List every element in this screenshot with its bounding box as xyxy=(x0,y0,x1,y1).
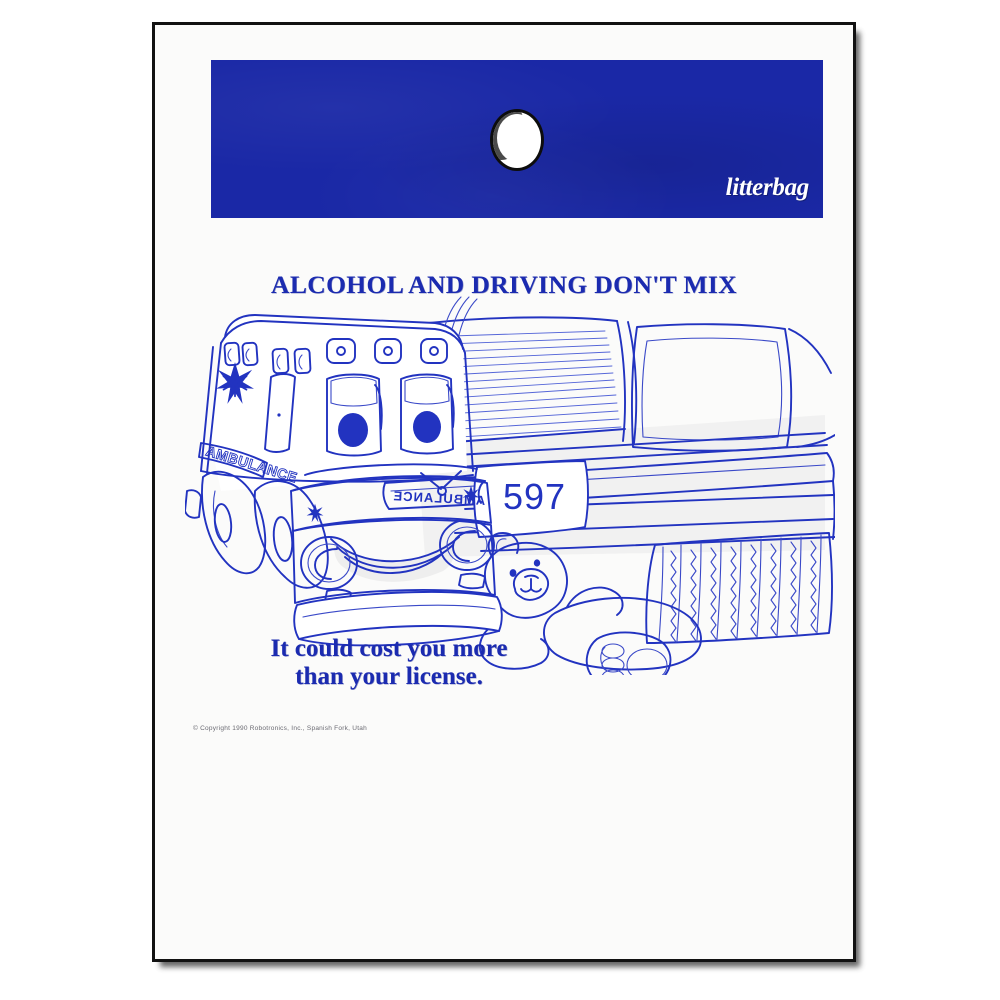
rear-windows xyxy=(326,373,455,457)
tagline-line-2: than your license. xyxy=(295,663,483,690)
ambulance-wheels xyxy=(185,470,329,589)
tagline-line-1: It could cost you more xyxy=(270,635,508,662)
headlights xyxy=(300,519,495,590)
litterbag-sheet: litterbag ALCOHOL AND DRIVING DON'T MIX … xyxy=(152,22,856,962)
star-of-life-side xyxy=(216,362,254,404)
brand-logo: litterbag xyxy=(725,174,810,201)
teddy-bear xyxy=(472,532,702,675)
car-tire-tread xyxy=(645,532,833,644)
hang-hole xyxy=(490,109,544,171)
roof-marker-lights xyxy=(223,341,312,375)
license-plate: 597 xyxy=(473,460,589,538)
roof-beacon-lights xyxy=(326,338,448,364)
ambulance-illustration: AMBULANCE xyxy=(185,296,503,647)
tagline-text: It could cost you more than your license… xyxy=(189,635,589,691)
star-of-life-front-right xyxy=(462,485,480,505)
svg-text:AMBULANCE: AMBULANCE xyxy=(392,488,485,508)
copyright-notice: © Copyright 1990 Robotronics, Inc., Span… xyxy=(193,725,368,732)
hole-opening xyxy=(497,114,537,162)
headline-text: ALCOHOL AND DRIVING DON'T MIX xyxy=(271,270,737,299)
svg-text:597: 597 xyxy=(503,476,566,517)
star-of-life-front-left xyxy=(306,503,324,523)
accident-illustration: .ln { fill:none; stroke:#2233c0; stroke-… xyxy=(185,295,835,675)
header-band: litterbag xyxy=(211,60,823,218)
